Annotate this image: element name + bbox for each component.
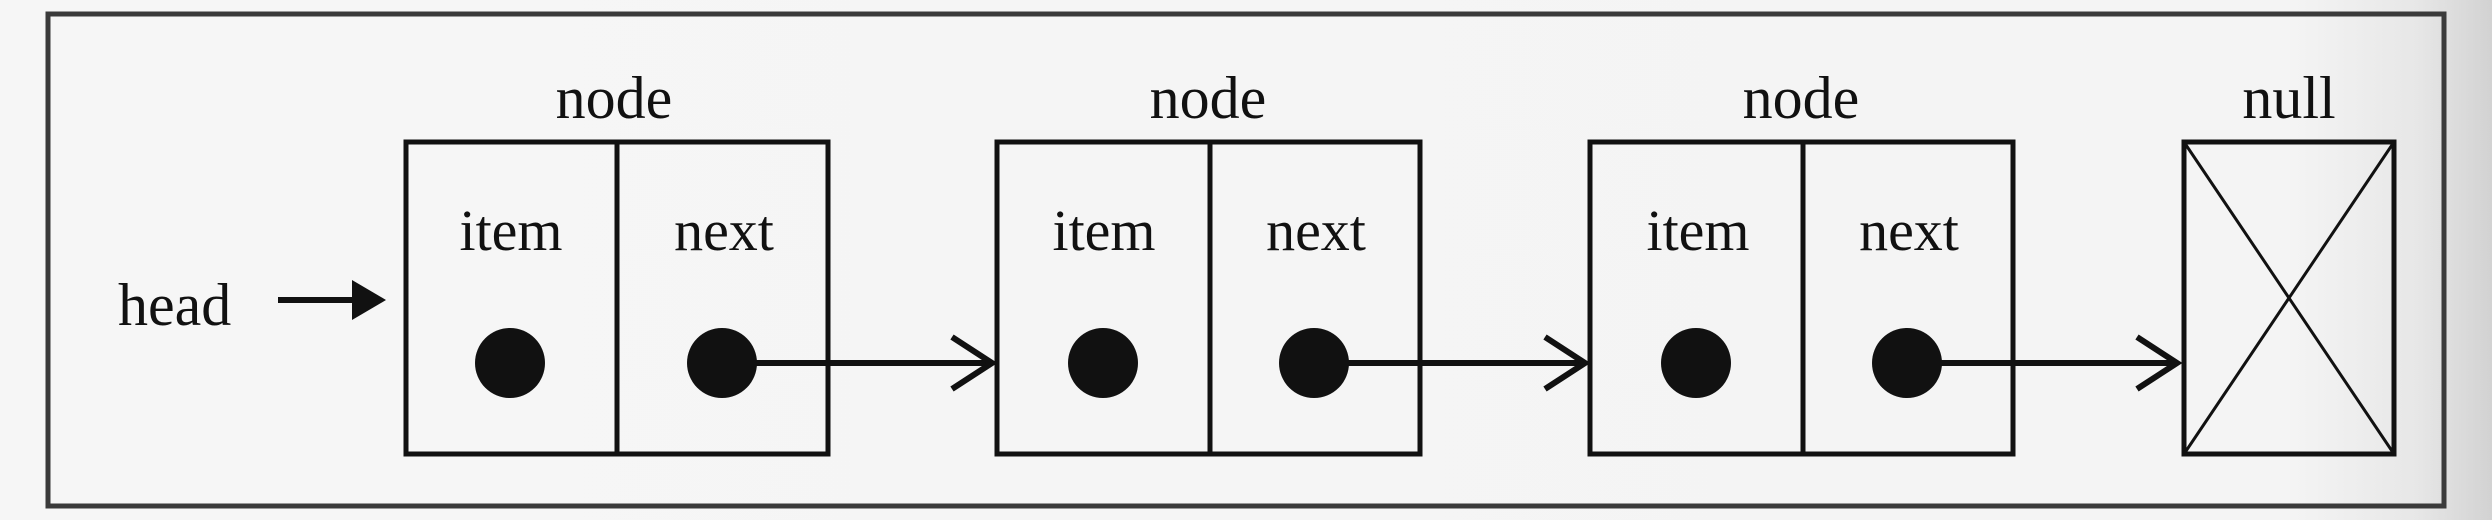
next-field-label: next (1266, 198, 1366, 263)
item-pointer-dot (1661, 328, 1731, 398)
next-pointer-dot (687, 328, 757, 398)
next-field-label: next (1859, 198, 1959, 263)
null-label: null (2242, 65, 2335, 131)
item-field-label: item (1646, 198, 1749, 263)
null-terminator: null (2181, 65, 2397, 457)
item-field-label: item (459, 198, 562, 263)
next-arrow-2 (1332, 334, 1591, 392)
item-field-label: item (1052, 198, 1155, 263)
next-arrow-3 (1925, 334, 2183, 392)
list-node-2: node item next (994, 65, 1423, 457)
diagram-frame (45, 11, 2447, 509)
next-pointer-dot (1279, 328, 1349, 398)
null-box (2181, 139, 2397, 457)
next-arrow-1 (740, 334, 998, 392)
item-pointer-dot (1068, 328, 1138, 398)
node-title: node (556, 65, 673, 131)
head-arrow (278, 280, 386, 320)
node-title: node (1743, 65, 1860, 131)
next-field-label: next (674, 198, 774, 263)
node-title: node (1150, 65, 1267, 131)
item-pointer-dot (475, 328, 545, 398)
null-cross-line-2 (2182, 141, 2396, 455)
list-node-3: node item next (1587, 65, 2016, 457)
head-label: head (118, 272, 231, 338)
next-pointer-dot (1872, 328, 1942, 398)
list-node-1: node item next (403, 65, 831, 457)
